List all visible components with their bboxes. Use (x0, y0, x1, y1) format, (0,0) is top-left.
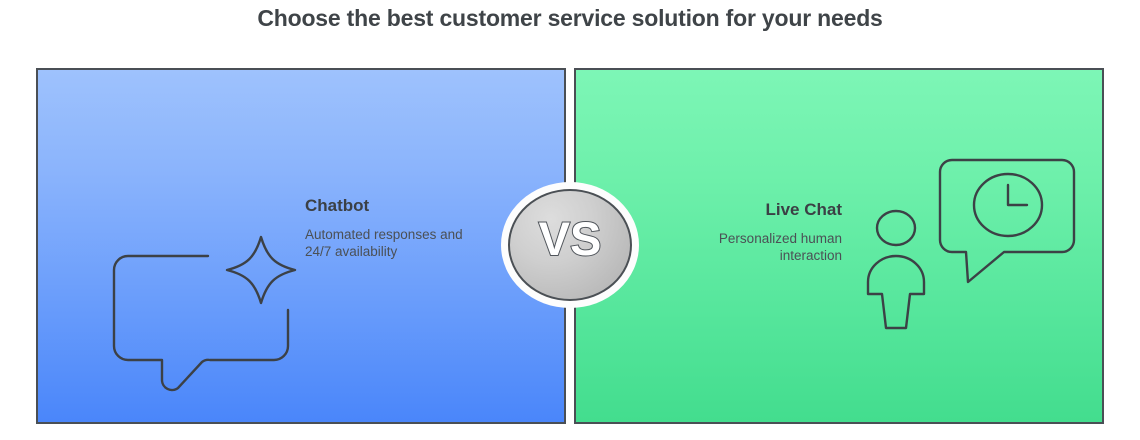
live-chat-text-block: Live Chat Personalized human interaction (668, 200, 842, 264)
clock-hands (1006, 183, 1029, 207)
chatbot-heading: Chatbot (305, 196, 370, 215)
person-icon (866, 209, 926, 330)
chatbot-text-block: Chatbot Automated responses and 24/7 ava… (305, 196, 465, 260)
chatbot-description: Automated responses and 24/7 availabilit… (305, 227, 463, 259)
vs-label: VS (538, 211, 603, 266)
sparkle-icon (225, 235, 297, 305)
live-chat-heading: Live Chat (765, 200, 842, 219)
page-title: Choose the best customer service solutio… (257, 5, 883, 31)
live-chat-description: Personalized human interaction (718, 231, 842, 263)
speech-bubble-icon (112, 254, 290, 392)
clock-face (972, 172, 1044, 238)
vs-badge: VS (501, 182, 639, 308)
clock-speech-bubble-icon (938, 158, 1076, 284)
vs-badge-circle (508, 189, 632, 301)
comparison-panel-chatbot[interactable]: Chatbot Automated responses and 24/7 ava… (36, 68, 566, 424)
